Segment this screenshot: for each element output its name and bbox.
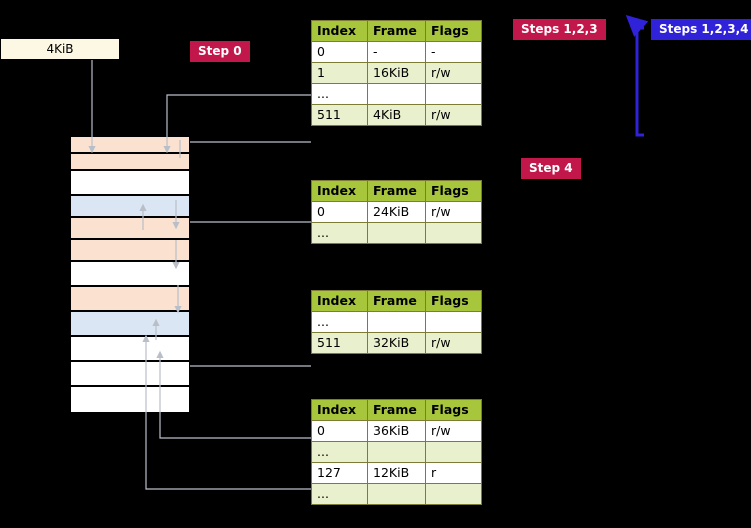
cell-index: 0 [311, 201, 368, 223]
cell-flags [425, 311, 482, 333]
page-table-2: Index Frame Flags 0 24KiB r/w ... [311, 180, 482, 244]
table-row: 1 16KiB r/w [311, 62, 482, 84]
cell-frame: 36KiB [367, 420, 426, 442]
cell-frame: - [367, 41, 426, 63]
table3-header-flags: Flags [425, 290, 482, 312]
table-row: ... [311, 83, 482, 105]
table3-header-index: Index [311, 290, 368, 312]
table-row: 0 36KiB r/w [311, 420, 482, 442]
memory-block-7 [70, 286, 190, 311]
table2-header-frame: Frame [367, 180, 426, 202]
cell-frame: 24KiB [367, 201, 426, 223]
cell-flags [425, 222, 482, 244]
badge-step-0: Step 0 [190, 41, 250, 62]
page-table-4: Index Frame Flags 0 36KiB r/w ... 127 12… [311, 399, 482, 505]
memory-block-5 [70, 239, 190, 261]
table1-header-flags: Flags [425, 20, 482, 42]
badge-steps-1234: Steps 1,2,3,4 [651, 19, 751, 40]
cell-frame [367, 83, 426, 105]
badge-steps-123: Steps 1,2,3 [513, 19, 606, 40]
table-row: 127 12KiB r [311, 462, 482, 484]
cell-index: 1 [311, 62, 368, 84]
table-row: 511 32KiB r/w [311, 332, 482, 354]
table2-header-flags: Flags [425, 180, 482, 202]
cell-index: 511 [311, 332, 368, 354]
cell-flags: r/w [425, 201, 482, 223]
cell-frame: 16KiB [367, 62, 426, 84]
cell-flags: r/w [425, 420, 482, 442]
cell-frame [367, 441, 426, 463]
memory-block-11 [70, 386, 190, 413]
memory-block-8 [70, 311, 190, 336]
table-row: ... [311, 441, 482, 463]
cell-flags: r/w [425, 62, 482, 84]
cell-frame [367, 483, 426, 505]
cell-frame: 32KiB [367, 332, 426, 354]
cell-index: 0 [311, 420, 368, 442]
cell-flags: r [425, 462, 482, 484]
table1-header-frame: Frame [367, 20, 426, 42]
memory-block-9 [70, 336, 190, 361]
page-table-1: Index Frame Flags 0 - - 1 16KiB r/w ... [311, 20, 482, 126]
cell-index: 0 [311, 41, 368, 63]
cell-frame [367, 222, 426, 244]
cell-index: ... [311, 222, 368, 244]
cell-index: ... [311, 441, 368, 463]
cell-flags [425, 441, 482, 463]
cell-index: 511 [311, 104, 368, 126]
table-row: ... [311, 311, 482, 333]
table4-header-frame: Frame [367, 399, 426, 421]
badge-step-4: Step 4 [521, 158, 581, 179]
cell-flags: - [425, 41, 482, 63]
memory-block-1 [70, 153, 190, 170]
cell-flags [425, 83, 482, 105]
cell-frame [367, 311, 426, 333]
memory-block-4 [70, 217, 190, 239]
table1-header-index: Index [311, 20, 368, 42]
cell-flags [425, 483, 482, 505]
table3-header-frame: Frame [367, 290, 426, 312]
page-table-3: Index Frame Flags ... 511 32KiB r/w [311, 290, 482, 354]
table-row: 511 4KiB r/w [311, 104, 482, 126]
memory-block-6 [70, 261, 190, 286]
cell-flags: r/w [425, 104, 482, 126]
cell-flags: r/w [425, 332, 482, 354]
cell-index: ... [311, 483, 368, 505]
memory-block-2 [70, 170, 190, 195]
memory-block-3 [70, 195, 190, 217]
memory-block-10 [70, 361, 190, 386]
cell-frame: 12KiB [367, 462, 426, 484]
table-row: 0 - - [311, 41, 482, 63]
table4-header-flags: Flags [425, 399, 482, 421]
table-row: ... [311, 483, 482, 505]
table-row: ... [311, 222, 482, 244]
table-row: 0 24KiB r/w [311, 201, 482, 223]
cell-frame: 4KiB [367, 104, 426, 126]
memory-size-label: 4KiB [0, 38, 120, 60]
cell-index: ... [311, 311, 368, 333]
memory-block-0 [70, 136, 190, 153]
cell-index: 127 [311, 462, 368, 484]
cell-index: ... [311, 83, 368, 105]
table4-header-index: Index [311, 399, 368, 421]
table2-header-index: Index [311, 180, 368, 202]
